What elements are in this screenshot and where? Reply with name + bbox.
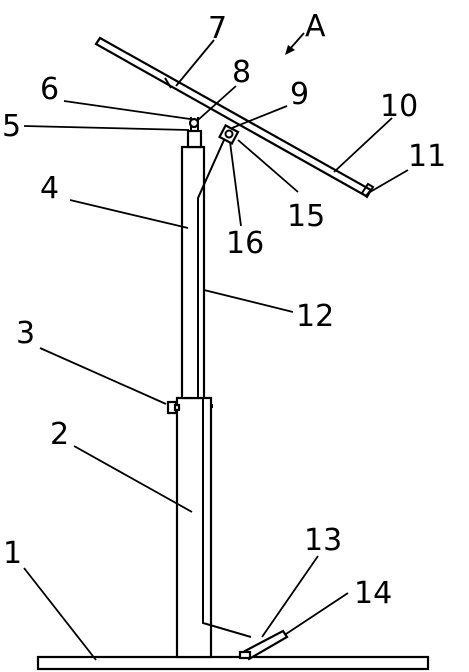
leader-5: [23, 125, 190, 131]
label-4: 4: [40, 171, 59, 206]
label-14: 14: [354, 576, 392, 611]
label-9: 9: [290, 77, 309, 112]
label-10: 10: [380, 89, 418, 124]
leader-1: [23, 567, 97, 661]
label-12: 12: [296, 299, 334, 334]
leader-7: [175, 39, 215, 87]
leader-11: [369, 169, 409, 193]
leader-12: [203, 289, 294, 313]
label-6: 6: [40, 72, 59, 107]
pedal-hinge: [238, 650, 252, 660]
leader-9: [231, 105, 288, 129]
pull-rod-lower: [197, 397, 213, 408]
label-7: 7: [208, 11, 227, 46]
pull-rod-outer: [202, 398, 252, 638]
view-arrow-head: [285, 45, 295, 55]
label-16: 16: [226, 226, 264, 261]
base-plate: [36, 655, 430, 671]
view-label-a: A: [305, 9, 326, 44]
leader-15: [237, 139, 299, 193]
label-1: 1: [3, 536, 22, 571]
foot-pedal: [243, 629, 289, 661]
view-arrow-line: [288, 32, 305, 51]
label-3: 3: [16, 316, 35, 351]
leader-6: [63, 100, 191, 120]
leader-13: [261, 555, 319, 638]
label-8: 8: [232, 55, 251, 90]
label-5: 5: [2, 109, 21, 144]
inner-column: [180, 145, 206, 400]
outer-column: [175, 396, 213, 659]
leader-3: [39, 347, 167, 405]
top-bracket: [186, 129, 203, 149]
leader-14: [285, 592, 349, 635]
clamp-block: [218, 123, 240, 145]
label-15: 15: [287, 199, 325, 234]
label-2: 2: [50, 417, 69, 452]
label-11: 11: [408, 139, 446, 174]
bar-divider: [164, 77, 172, 89]
bracket-pivot: [188, 117, 200, 129]
label-13: 13: [304, 523, 342, 558]
leader-8: [197, 85, 237, 121]
leader-16: [229, 141, 242, 227]
leader-10: [333, 117, 393, 173]
leader-2: [73, 445, 193, 513]
locking-knob-stem: [173, 403, 181, 412]
leader-4: [69, 199, 189, 229]
clamp-bolt: [224, 129, 234, 139]
pull-rod: [197, 139, 225, 397]
bar-end-cap: [360, 182, 375, 199]
